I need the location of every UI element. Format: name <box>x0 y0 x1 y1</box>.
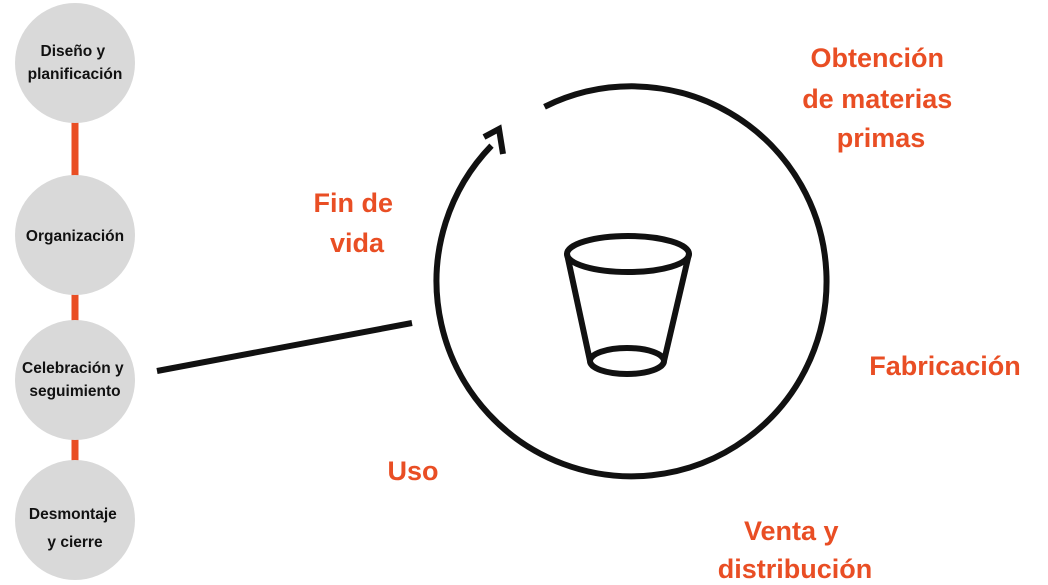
stage-node-circle <box>15 320 135 440</box>
svg-text:Diseño y planificación: Diseño y planificación <box>28 43 123 83</box>
stage-label-organization: Organización <box>26 228 124 245</box>
stage-to-lifecycle-connector <box>156 320 413 374</box>
stage-node-design: Diseño y planificación <box>15 3 135 123</box>
stage-node-circle <box>15 460 135 580</box>
phase-manufacturing-line1: Fabricación <box>869 351 1021 381</box>
phase-use-line1: Uso <box>387 456 438 486</box>
phase-end-of-life-line2: vida <box>330 228 385 258</box>
phase-distribution-line1: Venta y <box>744 516 839 546</box>
arrowhead-icon <box>482 124 506 155</box>
stage-label-celebration-line2: seguimiento <box>29 383 120 400</box>
stage-node-celebration: Celebración y seguimiento <box>15 320 135 440</box>
stage-node-dismantling: Desmontaje y cierre <box>15 460 135 580</box>
phase-raw-materials-line1: Obtención <box>810 43 944 73</box>
stage-label-celebration-line1: Celebración y <box>22 360 124 377</box>
stage-label-design-line2: planificación <box>28 66 123 83</box>
phase-raw-materials-line3: primas <box>837 123 926 153</box>
lifecycle-cycle-arrow <box>433 83 830 480</box>
svg-text:Organización: Organización <box>26 228 124 245</box>
phase-raw-materials-line2: de materias <box>802 84 952 114</box>
phase-end-of-life-line1: Fin de <box>313 188 393 218</box>
stage-node-organization: Organización <box>15 175 135 295</box>
phase-raw-materials: Obtención de materias primas <box>802 43 960 153</box>
phase-distribution: Venta y distribución <box>718 516 873 584</box>
cup-icon <box>564 233 692 377</box>
stage-label-design-line1: Diseño y <box>41 43 106 60</box>
phase-manufacturing: Fabricación <box>869 351 1021 381</box>
lifecycle-arc <box>433 83 830 480</box>
phase-distribution-line2: distribución <box>718 554 873 584</box>
phase-end-of-life: Fin de vida <box>313 188 400 258</box>
phase-use: Uso <box>387 456 438 486</box>
svg-text:Celebración y seguimient: Celebración y seguimiento <box>22 360 128 400</box>
stage-label-dismantling-line2: y cierre <box>47 534 103 551</box>
svg-text:Desmontaje y cierre: Desmontaje y cierre <box>29 506 121 551</box>
stage-node-circle <box>15 175 135 295</box>
stage-label-dismantling-line1: Desmontaje <box>29 506 117 523</box>
stage-node-circle <box>15 3 135 123</box>
